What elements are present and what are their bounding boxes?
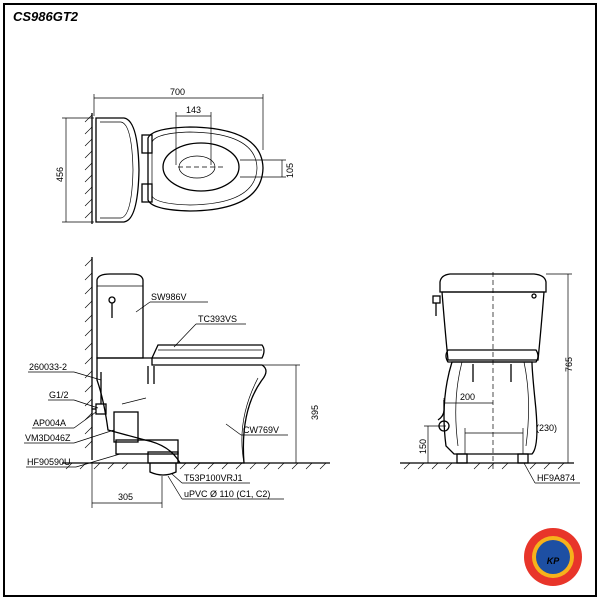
label-flange: VM3D046Z bbox=[25, 433, 71, 443]
label-trap: T53P100VRJ1 bbox=[184, 473, 243, 483]
kp-logo: KP bbox=[524, 528, 582, 586]
front-view: 765 200 150 (230) HF9A874 bbox=[400, 272, 580, 484]
side-view: 395 305 SW986V TC393VS CW769V 260033-2 G… bbox=[24, 257, 330, 508]
label-valve: AP004A bbox=[33, 418, 66, 428]
label-tank: SW986V bbox=[151, 292, 187, 302]
dim-top-depth: 456 bbox=[55, 167, 65, 182]
drawing-frame bbox=[3, 3, 597, 597]
dim-top-small: 105 bbox=[285, 163, 295, 178]
logo-text: KP bbox=[547, 556, 560, 566]
label-bowl: CW769V bbox=[243, 425, 279, 435]
dim-top-width: 700 bbox=[170, 87, 185, 97]
dim-side-height: 395 bbox=[310, 405, 320, 420]
floor-hatch-front bbox=[403, 462, 565, 470]
label-front-bolt: HF9A874 bbox=[537, 473, 575, 483]
label-outlet: HF90590U bbox=[27, 457, 71, 467]
logo-inner-disc bbox=[536, 540, 570, 574]
dim-front-offset: 200 bbox=[460, 392, 475, 402]
dim-front-height: 765 bbox=[564, 357, 574, 372]
label-inlet: G1/2 bbox=[49, 390, 69, 400]
dim-front-floor: 150 bbox=[418, 439, 428, 454]
wall-hatch-top bbox=[84, 114, 93, 219]
floor-hatch-side bbox=[65, 462, 327, 470]
model-title: CS986GT2 bbox=[13, 9, 79, 24]
dim-front-bolt: (230) bbox=[536, 423, 557, 433]
dim-side-rough-in: 305 bbox=[118, 492, 133, 502]
top-view: 700 143 456 105 bbox=[55, 87, 295, 224]
label-hose: 260033-2 bbox=[29, 362, 67, 372]
dim-top-seat-offset: 143 bbox=[186, 105, 201, 115]
label-seat: TC393VS bbox=[198, 314, 237, 324]
label-pipe: uPVC Ø 110 (C1, C2) bbox=[184, 489, 270, 499]
